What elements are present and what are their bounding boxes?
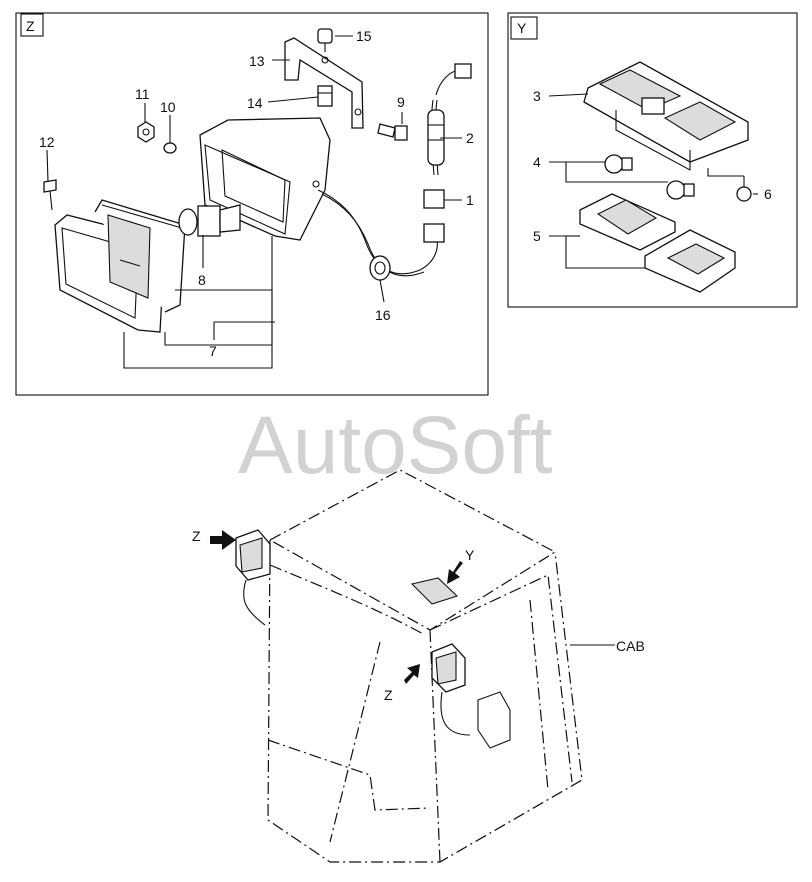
panel-y-leaders [548,93,758,269]
cab-label: CAB [616,638,645,654]
bolt-9 [377,123,408,141]
callout-15: 15 [356,28,372,44]
wiring-harness [317,63,472,277]
callout-5: 5 [533,228,541,244]
callout-11: 11 [135,86,150,102]
panel-z-frame [15,12,489,396]
arrow-y [447,561,463,584]
lens-5a [579,193,676,251]
panel-z: Z [15,12,489,396]
panel-z-leaders [46,35,462,369]
bulb-4a [604,154,633,174]
panel-y: Y [507,12,798,308]
arrow-z-lower [404,664,420,684]
grommet-16 [369,255,391,281]
panel-y-tag: Y [517,20,527,36]
callout-2: 2 [466,130,474,146]
panel-z-tag: Z [26,18,35,34]
bolt-15 [317,28,333,52]
panel-y-tag-box [510,16,538,40]
connector-1 [423,189,445,209]
cab-work-lamp-right [431,643,511,749]
callout-16: 16 [375,307,391,323]
cab-outline [210,469,615,863]
washer-10 [163,142,177,154]
panel-z-tag-box [20,13,44,37]
callout-numbers: 1 2 7 8 9 10 11 12 13 14 15 16 3 4 5 6 [39,28,772,359]
screw-6 [736,176,752,202]
callout-6: 6 [764,186,772,202]
callout-4: 4 [533,154,541,170]
watermark: AutoSoft [238,400,553,491]
screw-12 [43,179,57,211]
lamp-lens [54,199,186,333]
callout-14: 14 [247,95,263,111]
callout-3: 3 [533,88,541,104]
cab-work-lamp-left [235,529,271,626]
callout-12: 12 [39,134,55,150]
lens-5b [644,229,736,293]
arrow-z-upper [210,530,236,550]
panel-y-frame [507,12,798,308]
nut-14 [317,85,333,107]
cab-view-z-upper: Z [192,528,201,544]
callout-8: 8 [198,272,206,288]
bracket-13 [284,37,364,129]
cab-view-z-lower: Z [384,687,393,703]
room-lamp-3 [583,61,749,171]
nut-11 [137,121,155,143]
bulb-8 [178,204,241,237]
callout-13: 13 [249,53,265,69]
bulb-4b [666,180,695,200]
cab-view-y: Y [465,547,475,563]
callout-10: 10 [160,99,176,115]
callout-7: 7 [209,343,217,359]
cab-room-lamp [410,577,459,605]
callout-1: 1 [466,192,474,208]
callout-9: 9 [397,94,405,110]
connector-1b [423,223,445,243]
